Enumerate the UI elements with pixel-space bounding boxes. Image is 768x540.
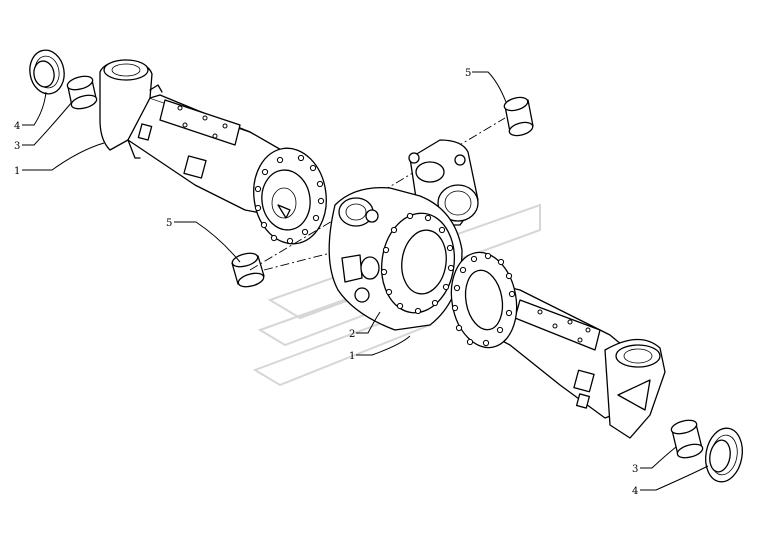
middle-bushing — [231, 252, 265, 288]
right-axle-housing — [450, 251, 666, 439]
right-bushing — [670, 419, 704, 459]
callout-2: 2 — [349, 329, 355, 340]
left-needle-bearing — [29, 49, 65, 95]
callout-5-top: 5 — [465, 68, 471, 79]
callout-4-right: 4 — [632, 486, 638, 497]
callout-5-mid: 5 — [166, 218, 172, 229]
callout-1-left: 1 — [14, 166, 20, 177]
left-axle-housing — [99, 59, 327, 245]
callout-3-left: 3 — [14, 141, 20, 152]
callout-1-right: 1 — [349, 351, 355, 362]
leader-lines — [22, 71, 709, 491]
differential-housing — [328, 139, 479, 331]
top-bushing — [503, 96, 534, 137]
callout-4-left: 4 — [14, 121, 20, 132]
callout-3-right: 3 — [632, 464, 638, 475]
right-needle-bearing — [705, 427, 743, 483]
left-bushing — [66, 75, 98, 110]
